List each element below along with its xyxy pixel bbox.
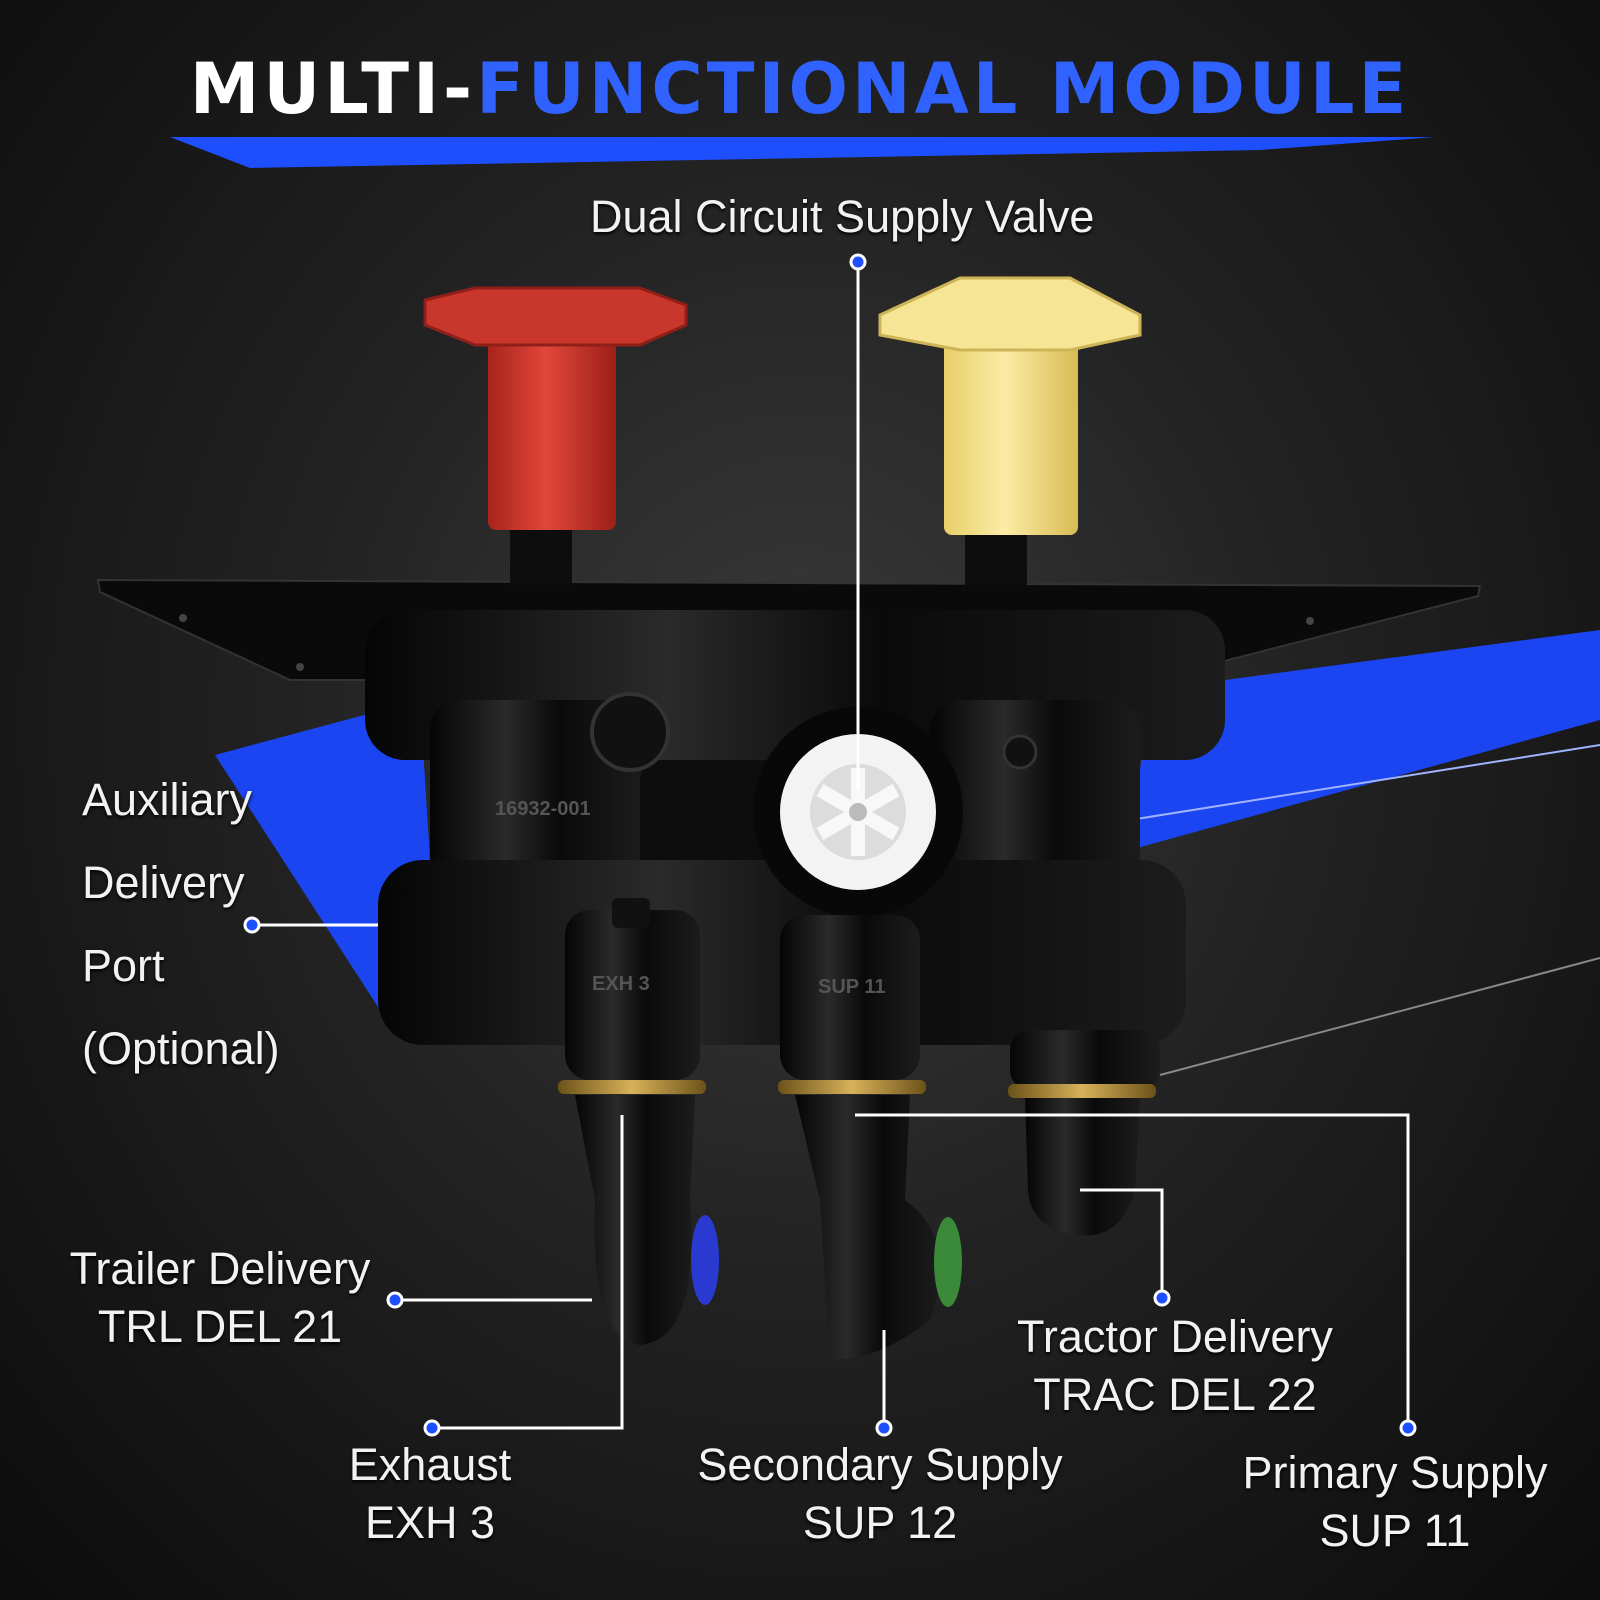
dot-tractor-delivery [1153, 1289, 1171, 1307]
title-underline [170, 137, 1435, 168]
label-tractor-line2: TRAC DEL 22 [1033, 1369, 1317, 1420]
label-dual-circuit-text: Dual Circuit Supply Valve [590, 191, 1095, 242]
label-aux-line1: Auxiliary [82, 774, 253, 825]
label-primary-line2: SUP 11 [1319, 1505, 1471, 1556]
dot-secondary-supply [875, 1419, 893, 1437]
label-trailer-delivery: Trailer Delivery TRL DEL 21 [40, 1240, 400, 1356]
accent-band-right [1130, 630, 1600, 850]
label-primary-supply: Primary Supply SUP 11 [1205, 1444, 1585, 1560]
exh-port [558, 898, 719, 1345]
dot-primary-supply [1399, 1419, 1417, 1437]
label-dual-circuit: Dual Circuit Supply Valve [590, 188, 1094, 246]
label-trailer-line1: Trailer Delivery [69, 1243, 371, 1294]
page-title: MULTI-FUNCTIONAL MODULE [0, 48, 1600, 130]
label-secondary-line1: Secondary Supply [697, 1439, 1063, 1490]
exh-mark: EXH 3 [592, 973, 650, 995]
label-aux-line4: (Optional) [82, 1023, 280, 1074]
sup-port [778, 915, 962, 1360]
dot-dual-circuit [849, 253, 867, 271]
title-part-2: FUNCTIONAL MODULE [476, 48, 1411, 130]
label-secondary-line2: SUP 12 [802, 1497, 958, 1548]
body-number-mark: 16932-001 [495, 798, 591, 820]
label-exhaust-line1: Exhaust [348, 1439, 512, 1490]
label-secondary-supply: Secondary Supply SUP 12 [660, 1436, 1100, 1552]
label-aux-line3: Port [82, 940, 165, 991]
title-part-1: MULTI- [189, 48, 477, 130]
label-aux-line2: Delivery [82, 857, 245, 908]
dot-trailer-delivery [386, 1291, 404, 1309]
trac-port [1008, 1030, 1160, 1236]
dot-exhaust [423, 1419, 441, 1437]
accent-band-left [215, 700, 430, 1010]
label-exhaust-line2: EXH 3 [364, 1497, 496, 1548]
label-tractor-delivery: Tractor Delivery TRAC DEL 22 [985, 1308, 1365, 1424]
label-aux-port: Auxiliary Delivery Port (Optional) [82, 758, 280, 1090]
leader-lines [252, 260, 1410, 1430]
dot-aux-port [243, 916, 261, 934]
red-knob [423, 286, 688, 585]
label-trailer-line2: TRL DEL 21 [97, 1301, 343, 1352]
yellow-knob [878, 276, 1142, 585]
label-primary-line1: Primary Supply [1242, 1447, 1548, 1498]
sup-mark: SUP 11 [818, 976, 885, 998]
label-tractor-line1: Tractor Delivery [1017, 1311, 1333, 1362]
label-exhaust: Exhaust EXH 3 [300, 1436, 560, 1552]
